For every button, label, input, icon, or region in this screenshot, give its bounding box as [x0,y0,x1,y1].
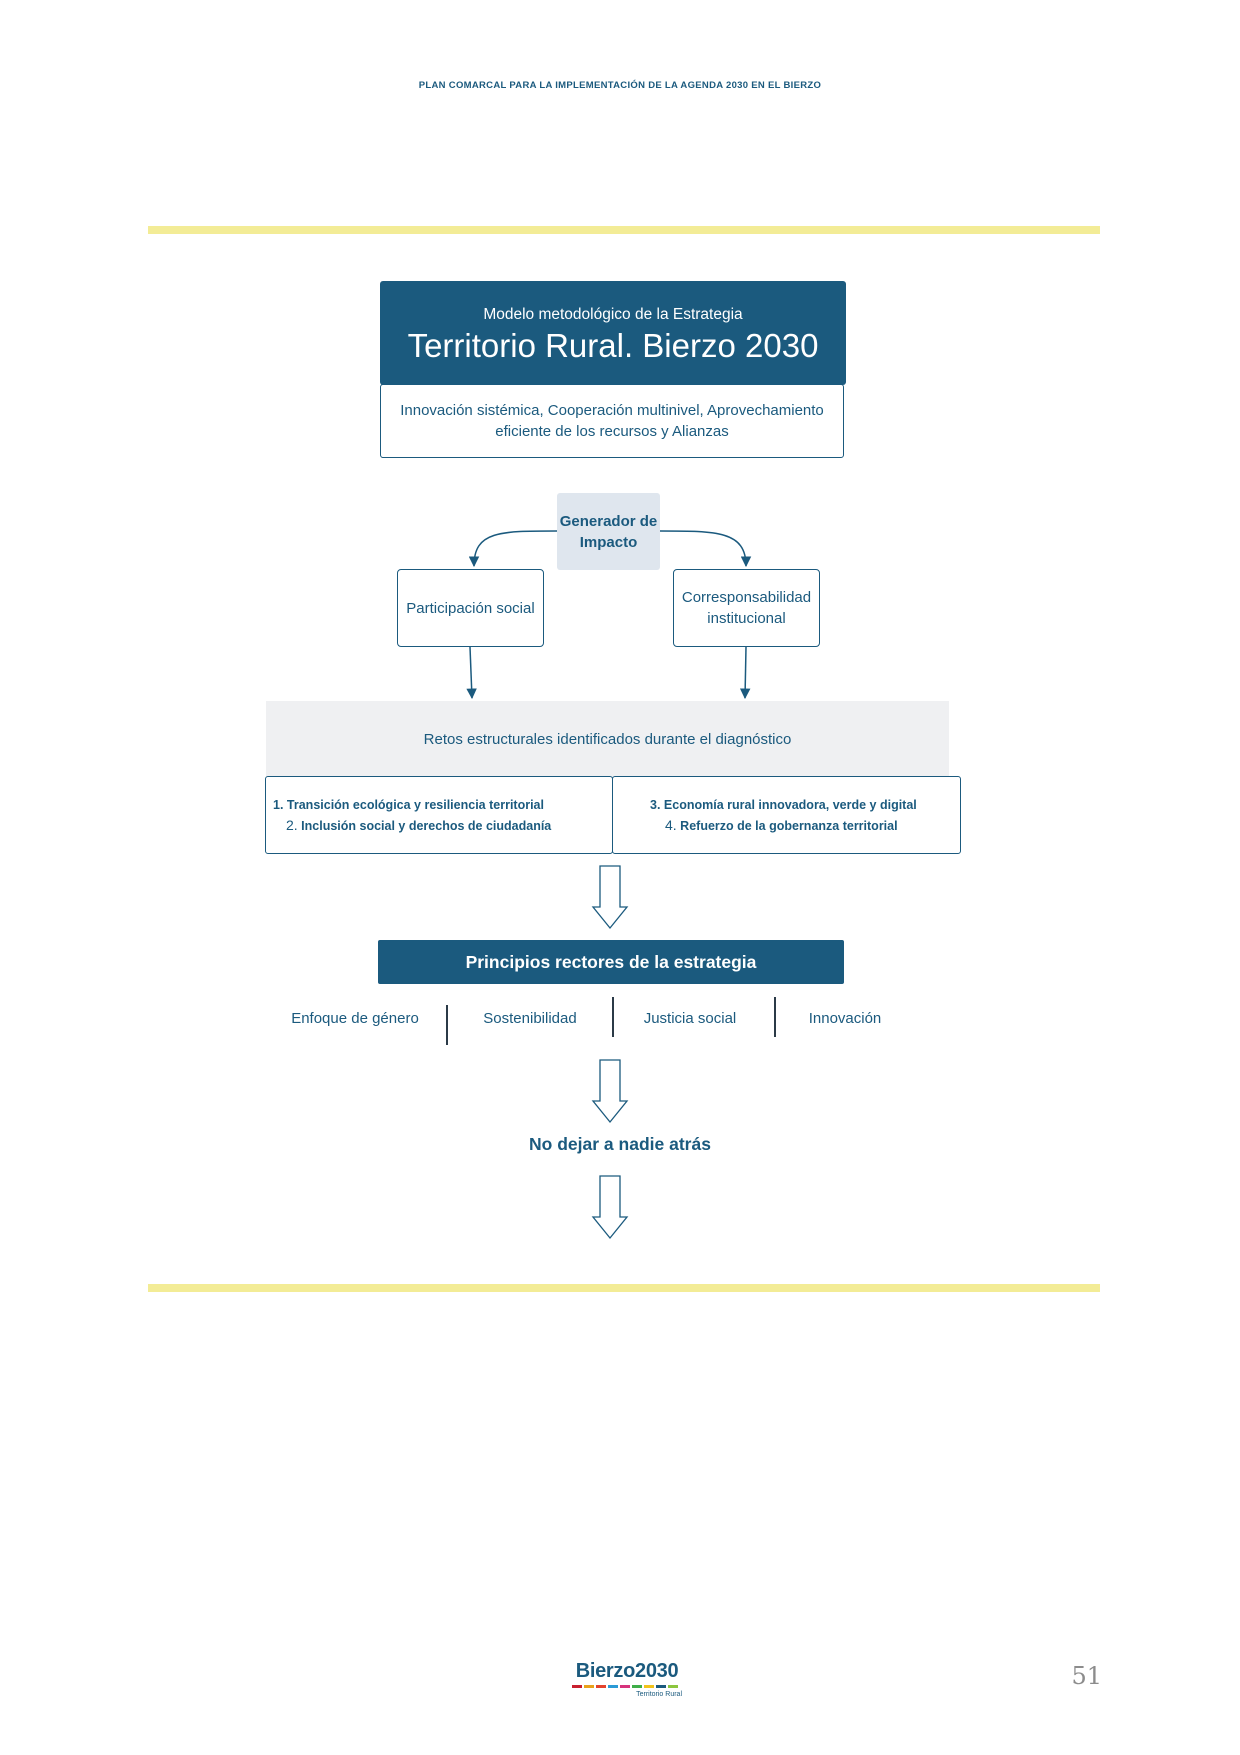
principles-title-box: Principios rectores de la estrategia [378,940,844,984]
challenge-number: 3. [650,798,661,812]
challenge-number: 1. [273,798,284,812]
down-arrow-1 [591,865,629,930]
model-title-box: Modelo metodológico de la Estrategia Ter… [380,281,846,385]
model-title: Territorio Rural. Bierzo 2030 [407,327,819,364]
challenge-item: 1. Transición ecológica y resiliencia te… [273,798,544,812]
participation-node: Participación social [397,569,544,647]
challenge-text: Inclusión social y derechos de ciudadaní… [301,819,552,833]
arrow-generator-to-participation [468,530,558,568]
logo-stripe [596,1685,606,1688]
arrow-participation-to-challenges [466,646,477,700]
logo-stripe [608,1685,618,1688]
page-number: 51 [1071,1662,1102,1690]
principle-separator [612,997,614,1037]
challenges-box-right: 3. Economía rural innovadora, verde y di… [612,776,961,854]
closing-statement: No dejar a nadie atrás [529,1134,711,1154]
logo-subtext: Territorio Rural [636,1691,682,1698]
principle-sustainability: Sostenibilidad [483,1010,577,1027]
logo-color-stripes [572,1685,682,1688]
principle-separator [774,997,776,1037]
principle-innovation: Innovación [808,1010,882,1027]
principle-separator [446,1005,448,1045]
model-subtitle: Modelo metodológico de la Estrategia [483,306,743,323]
challenge-text: Transición ecológica y resiliencia terri… [286,798,544,812]
bierzo-logo: Bierzo2030 [575,1660,679,1682]
challenge-item: 2. Inclusión social y derechos de ciudad… [286,817,551,833]
impact-generator-box: Generador de Impacto [557,493,660,570]
running-header: PLAN COMARCAL PARA LA IMPLEMENTACIÓN DE … [418,80,822,91]
logo-stripe [632,1685,642,1688]
arrow-coresponsibility-to-challenges [739,646,751,700]
down-arrow-3 [591,1175,629,1240]
challenge-text: Economía rural innovadora, verde y digit… [663,798,917,812]
challenge-item: 4. Refuerzo de la gobernanza territorial [665,817,898,833]
challenge-number: 4. [665,817,677,833]
coresponsibility-node: Corresponsabilidad institucional [673,569,820,647]
logo-stripe [656,1685,666,1688]
challenge-text: Refuerzo de la gobernanza territorial [680,819,898,833]
challenge-number: 2. [286,817,298,833]
logo-stripe [572,1685,582,1688]
challenge-item: 3. Economía rural innovadora, verde y di… [650,798,917,812]
principles-title: Principios rectores de la estrategia [465,951,757,972]
coresponsibility-label: Corresponsabilidad institucional [681,589,812,627]
arrow-generator-to-coresponsibility [659,530,752,568]
logo-stripe [668,1685,678,1688]
impact-generator-label: Generador de Impacto [559,512,658,551]
principle-social-justice: Justicia social [643,1010,737,1027]
bottom-rule [148,1284,1100,1292]
participation-label: Participación social [406,599,535,617]
logo-stripe [644,1685,654,1688]
challenges-band-label: Retos estructurales identificados durant… [423,730,792,748]
model-description-text: Innovación sistémica, Cooperación multin… [400,402,824,440]
logo-stripe [620,1685,630,1688]
principle-gender: Enfoque de género [291,1010,419,1027]
challenges-band: Retos estructurales identificados durant… [266,701,949,777]
challenges-box-left: 1. Transición ecológica y resiliencia te… [265,776,613,854]
down-arrow-2 [591,1059,629,1124]
model-description: Innovación sistémica, Cooperación multin… [380,384,844,458]
logo-stripe [584,1685,594,1688]
top-rule [148,226,1100,234]
